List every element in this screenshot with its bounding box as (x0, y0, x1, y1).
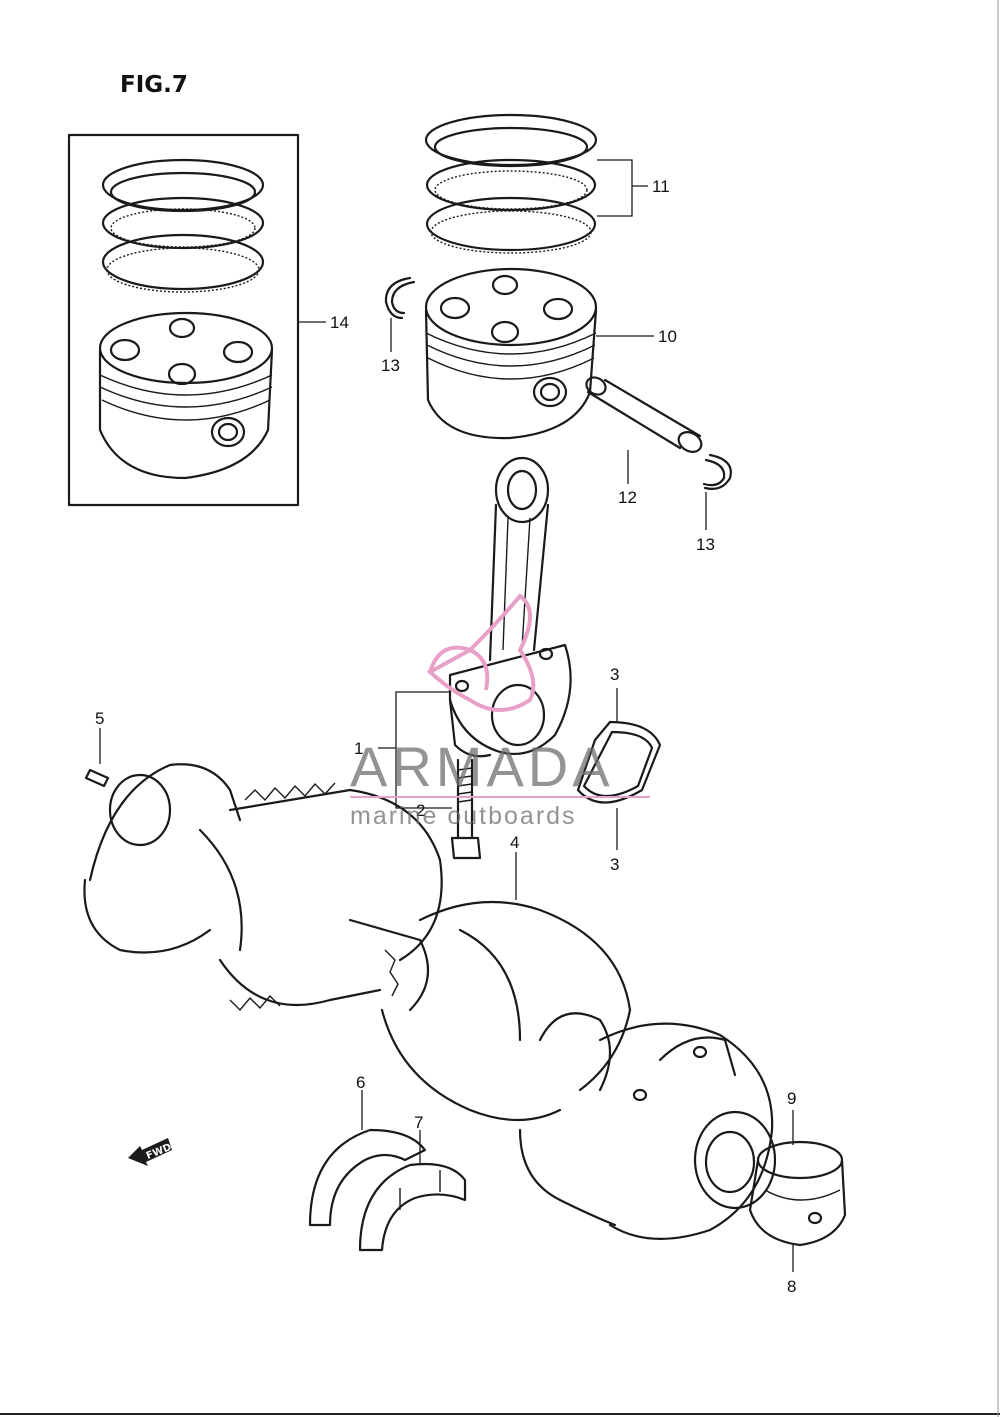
callout-6[interactable]: 6 (356, 1073, 365, 1092)
part-13-circlip-left[interactable] (384, 276, 416, 320)
forward-arrow-icon: FWD (128, 1138, 173, 1166)
part-10-piston[interactable] (424, 267, 598, 440)
figure-title: FIG.7 (120, 72, 188, 98)
part-6-thrust-washer[interactable] (308, 1128, 427, 1227)
callout-13-right[interactable]: 13 (696, 535, 715, 554)
callout-3-bottom[interactable]: 3 (610, 855, 619, 874)
callout-13-left[interactable]: 13 (381, 356, 400, 375)
callout-11[interactable]: 11 (652, 177, 670, 196)
callout-9[interactable]: 9 (787, 1089, 796, 1108)
part-3-rod-bearing[interactable] (576, 720, 662, 804)
part-8-9-main-bearing[interactable] (748, 1140, 847, 1247)
leader-11 (597, 159, 648, 217)
callout-4[interactable]: 4 (510, 833, 519, 852)
callout-12[interactable]: 12 (618, 488, 637, 507)
part-7-thrust-washer[interactable] (358, 1162, 467, 1252)
part-4-crankshaft[interactable] (83, 763, 777, 1240)
part-12-piston-pin[interactable] (583, 374, 705, 456)
watermark-brand: ARMADA (350, 735, 614, 798)
part-1-connecting-rod[interactable] (448, 456, 572, 758)
leader-1 (378, 691, 452, 809)
watermark-tagline: marine outboards (350, 802, 577, 830)
callout-14[interactable]: 14 (330, 313, 349, 332)
part-5-dowel-pin[interactable] (84, 768, 110, 788)
callout-1[interactable]: 1 (354, 739, 363, 758)
callout-7[interactable]: 7 (414, 1113, 423, 1132)
callout-3-top[interactable]: 3 (610, 665, 619, 684)
callout-8[interactable]: 8 (787, 1277, 796, 1296)
watermark-logo-icon (426, 593, 536, 712)
part-14-piston-set[interactable] (67, 133, 300, 507)
part-11-piston-rings[interactable] (424, 113, 598, 254)
callout-10[interactable]: 10 (658, 327, 677, 346)
part-13-circlip-right[interactable] (702, 453, 732, 490)
piston-set-frame (67, 133, 300, 507)
part-2-rod-bolt[interactable] (450, 758, 482, 860)
watermark: ARMADA marine outboards (350, 593, 650, 830)
callout-2[interactable]: 2 (416, 801, 425, 820)
callout-5[interactable]: 5 (95, 709, 104, 728)
